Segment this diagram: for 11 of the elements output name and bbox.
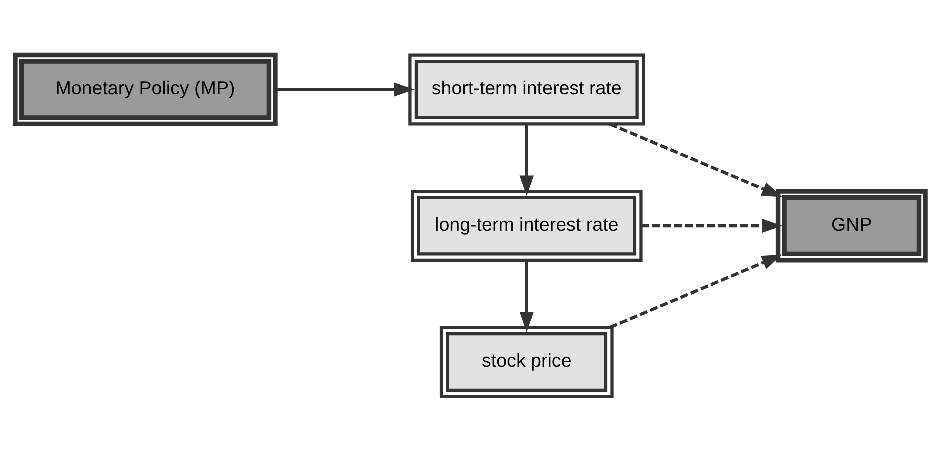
node-box: long-term interest rate bbox=[410, 190, 643, 262]
arrow bbox=[609, 254, 782, 330]
arrow bbox=[520, 260, 534, 332]
arrow bbox=[520, 124, 534, 196]
arrow bbox=[641, 218, 783, 234]
arrow bbox=[276, 82, 415, 97]
node-box: Monetary Policy (MP) bbox=[13, 52, 278, 127]
node-box: stock price bbox=[440, 326, 614, 398]
node-box: short-term interest rate bbox=[408, 54, 646, 126]
arrow bbox=[609, 122, 782, 198]
node-box: GNP bbox=[776, 189, 928, 263]
